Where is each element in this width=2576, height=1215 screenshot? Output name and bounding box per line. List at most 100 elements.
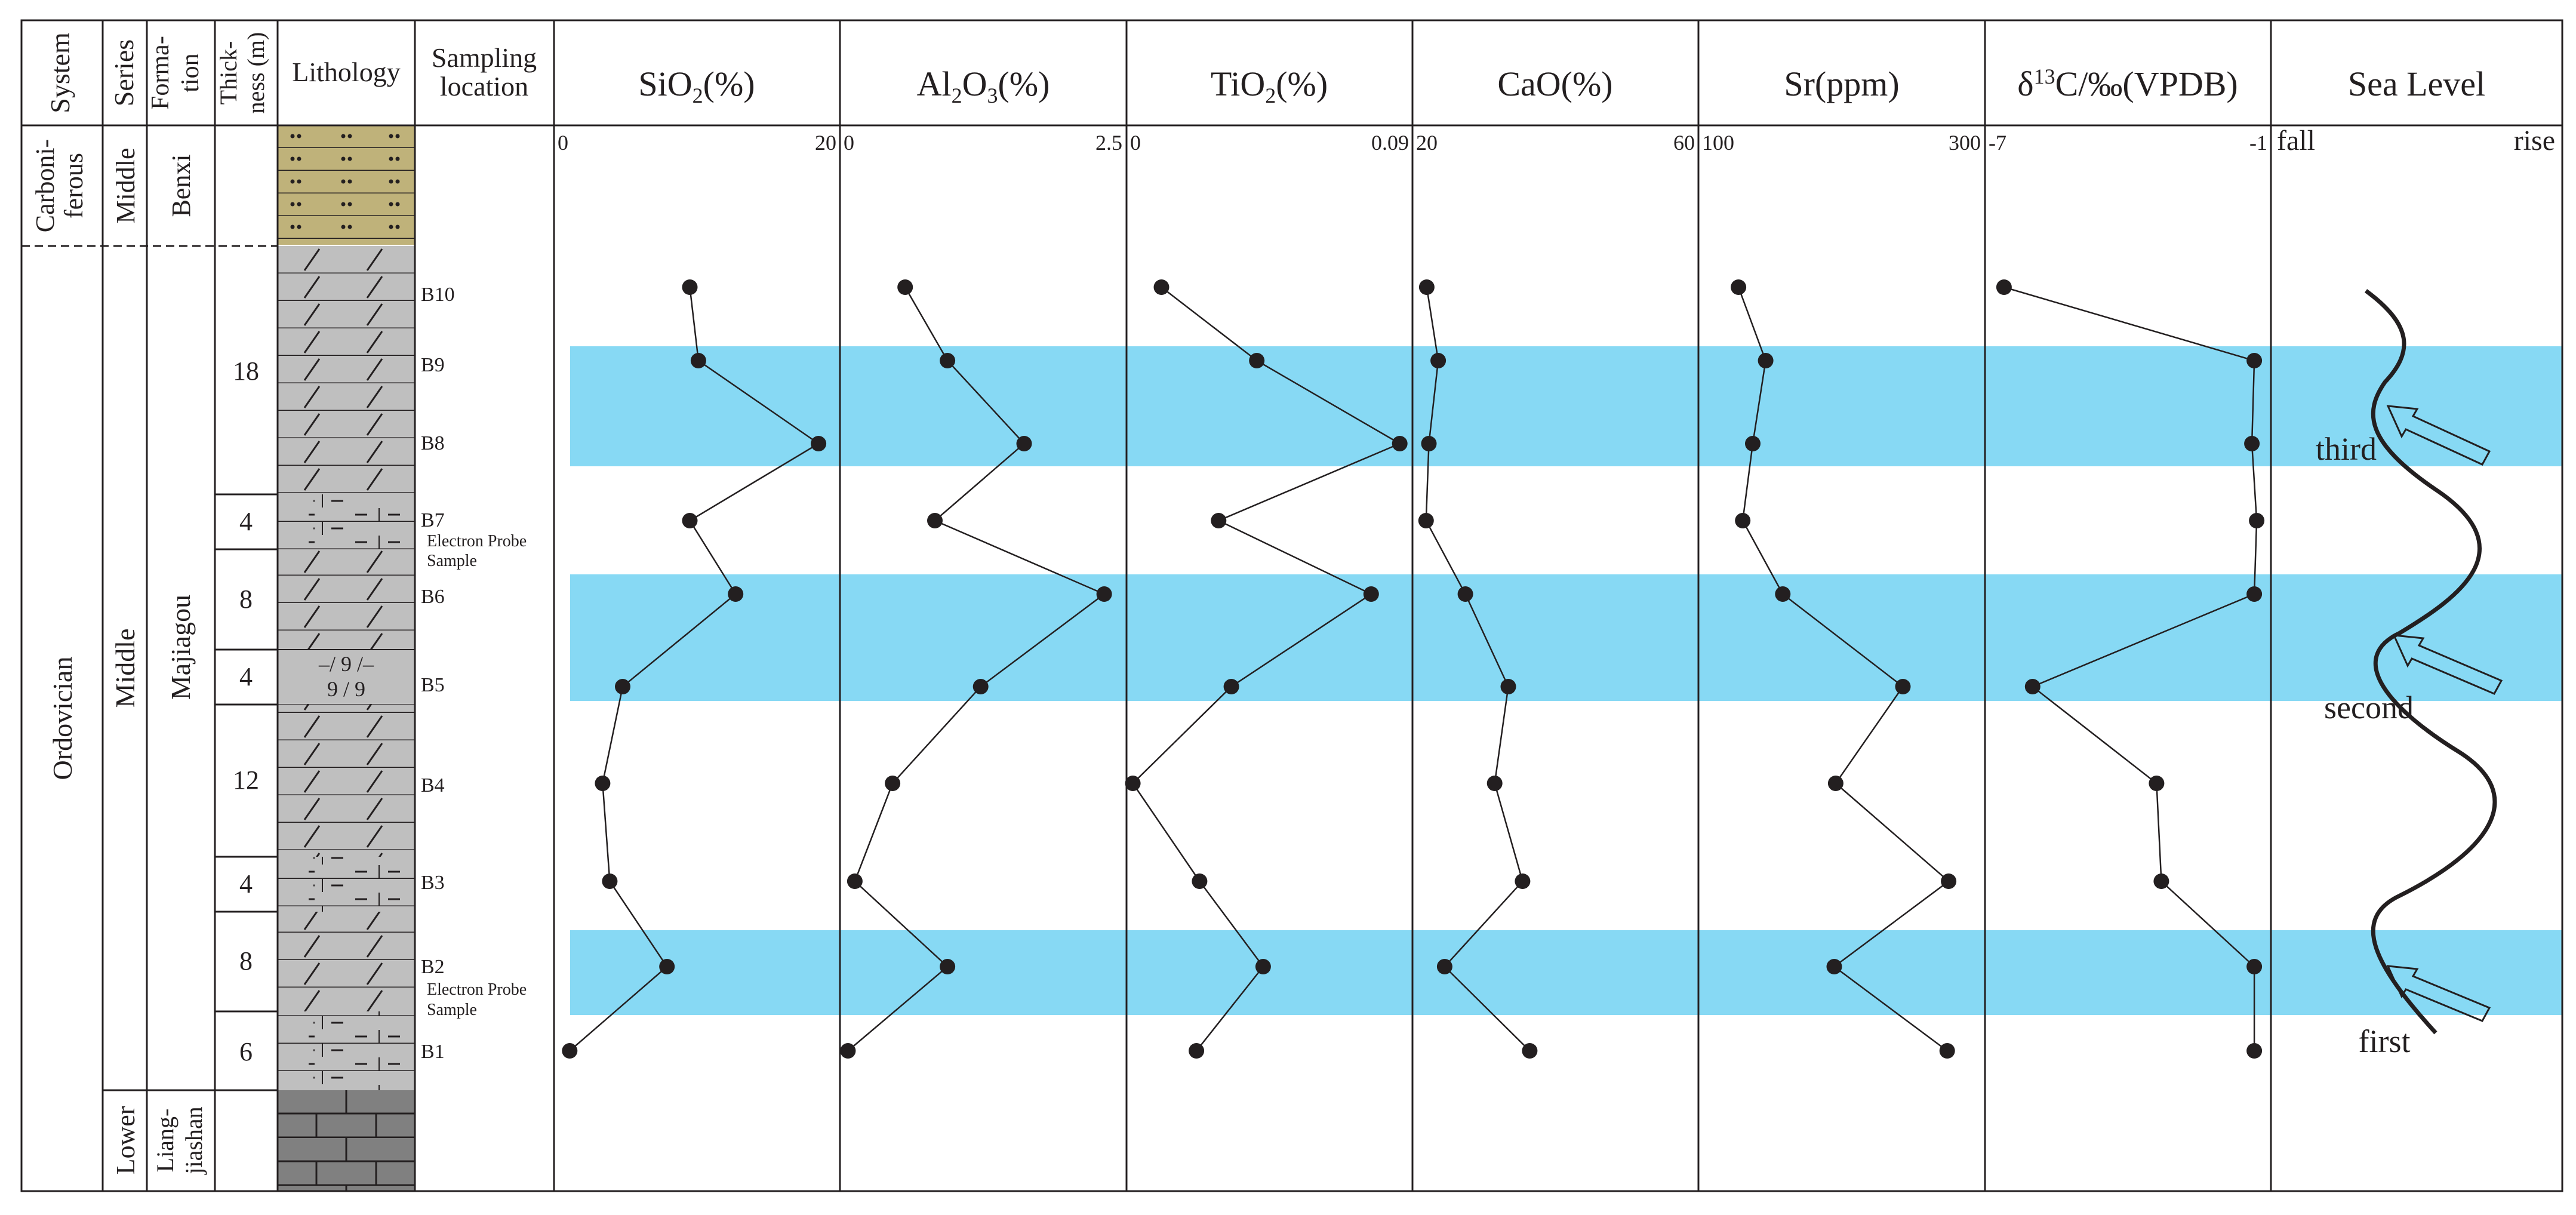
band-second xyxy=(570,574,2562,701)
tio2-point-B3 xyxy=(1192,873,1208,889)
sio2-point-B9 xyxy=(690,353,706,368)
cycle-label-first: first xyxy=(2359,1023,2411,1059)
cycle-arrow-first xyxy=(2386,965,2491,1022)
cao-point-B9 xyxy=(1430,353,1447,368)
d13c-axis-min: -7 xyxy=(1989,131,2006,155)
sio2-point-B5 xyxy=(615,679,630,694)
sr-axis-min: 100 xyxy=(1702,131,1734,155)
al2o3-point-B1 xyxy=(840,1043,856,1059)
al2o3-point-B6 xyxy=(1096,586,1112,602)
oolitic-symbols-bottom: 9 / 9 xyxy=(327,677,365,701)
tio2-point-B1 xyxy=(1189,1043,1205,1059)
tio2-point-B9 xyxy=(1249,353,1265,368)
sample-label: B6 xyxy=(421,586,445,608)
tio2-point-B5 xyxy=(1223,679,1239,694)
header-lithology: Lithology xyxy=(292,57,400,87)
sample-label: B8 xyxy=(421,432,445,454)
limestone-unit-upper xyxy=(278,246,415,495)
sio2-point-B3 xyxy=(602,873,618,889)
sample-label: B9 xyxy=(421,354,445,376)
al2o3-point-B9 xyxy=(940,353,956,368)
header-thickness-2: ness (m) xyxy=(242,32,269,114)
sio2-point-B1 xyxy=(562,1043,578,1059)
series-lower: Lower xyxy=(111,1106,140,1174)
electron-probe-note-1: Electron Probe xyxy=(427,532,527,550)
limestone-unit-b6 xyxy=(278,549,415,650)
formation-majiagou: Majiagou xyxy=(165,595,196,700)
sr-point-B1 xyxy=(1939,1043,1955,1059)
thickness-value: 4 xyxy=(239,662,253,691)
system-carboniferous-1: Carboni- xyxy=(30,139,60,232)
formation-benxi: Benxi xyxy=(167,154,196,217)
thickness-value: 12 xyxy=(233,765,259,795)
formation-liangjiashan-1: Liang- xyxy=(152,1109,178,1173)
shale-unit xyxy=(278,1090,415,1191)
header-sampling-1: Sampling xyxy=(432,42,537,73)
sio2-point-B10 xyxy=(682,279,698,295)
sio2-profile: 0 20 xyxy=(558,131,836,1059)
cao-point-B4 xyxy=(1486,776,1503,791)
cycle-arrow-second xyxy=(2392,634,2503,695)
thickness-value: 8 xyxy=(239,946,253,976)
cao-line xyxy=(1425,287,1531,1051)
tio2-axis-max: 0.09 xyxy=(1371,131,1409,155)
header-series: Series xyxy=(109,39,139,106)
sample-label: B10 xyxy=(421,284,455,306)
sr-point-B6 xyxy=(1775,586,1791,602)
header-sio2: SiO2(%) xyxy=(638,64,755,107)
tio2-point-B8 xyxy=(1392,436,1408,451)
sio2-axis-min: 0 xyxy=(558,131,568,155)
sr-point-B2 xyxy=(1826,959,1842,974)
cao-axis-max: 60 xyxy=(1673,131,1695,155)
tio2-point-B6 xyxy=(1363,586,1379,602)
d13c-point-B6 xyxy=(2246,586,2263,602)
sample-label: B3 xyxy=(421,872,445,894)
thickness-value: 6 xyxy=(239,1037,253,1066)
cycle-bands xyxy=(570,346,2562,1015)
series-middle-upper: Middle xyxy=(111,147,140,223)
sio2-point-B2 xyxy=(659,959,675,974)
thickness-value: 4 xyxy=(239,869,253,899)
thickness-values: 18 4 8 4 12 4 8 6 xyxy=(233,356,259,1066)
cao-point-B2 xyxy=(1436,959,1452,974)
al2o3-point-B8 xyxy=(1016,436,1032,451)
oolitic-unit-b5 xyxy=(277,649,416,705)
limestone-unit-b2 xyxy=(278,912,415,1011)
sample-labels: B10 B9 B8 B7 Electron Probe Sample B6 B5… xyxy=(421,284,527,1063)
electron-probe-note-1: Electron Probe xyxy=(427,980,527,999)
system-carboniferous-2: ferous xyxy=(59,153,88,219)
tio2-line xyxy=(1131,287,1402,1051)
cao-point-B6 xyxy=(1457,586,1473,602)
sio2-point-B8 xyxy=(811,436,827,451)
sio2-line xyxy=(569,287,820,1051)
d13c-profile: -7-1 xyxy=(1989,131,2267,1059)
sr-line xyxy=(1737,287,1950,1052)
header-sr: Sr(ppm) xyxy=(1784,64,1899,103)
band-first xyxy=(570,930,2562,1015)
d13c-line xyxy=(2003,286,2258,1051)
sio2-axis-max: 20 xyxy=(815,131,836,155)
cycle-arrow-third xyxy=(2386,405,2491,466)
sample-label: B7 xyxy=(421,509,445,531)
sr-point-B7 xyxy=(1735,513,1751,528)
sandstone-unit xyxy=(278,125,415,245)
sr-point-B3 xyxy=(1941,873,1957,889)
header-formation-2: tion xyxy=(177,53,204,92)
sr-point-B4 xyxy=(1827,776,1843,791)
band-third xyxy=(570,346,2562,466)
series-middle-ordovician: Middle xyxy=(110,629,140,708)
cycle-label-second: second xyxy=(2324,690,2414,725)
tio2-axis-min: 0 xyxy=(1130,131,1141,155)
dolomite-unit-b7 xyxy=(278,494,415,549)
cao-point-B8 xyxy=(1421,436,1437,451)
al2o3-line xyxy=(847,287,1106,1051)
formation-liangjiashan-2: jiashan xyxy=(180,1106,207,1175)
sea-level-rise-label: rise xyxy=(2514,125,2555,156)
cao-axis-min: 20 xyxy=(1416,131,1438,155)
d13c-point-B8 xyxy=(2244,436,2260,451)
